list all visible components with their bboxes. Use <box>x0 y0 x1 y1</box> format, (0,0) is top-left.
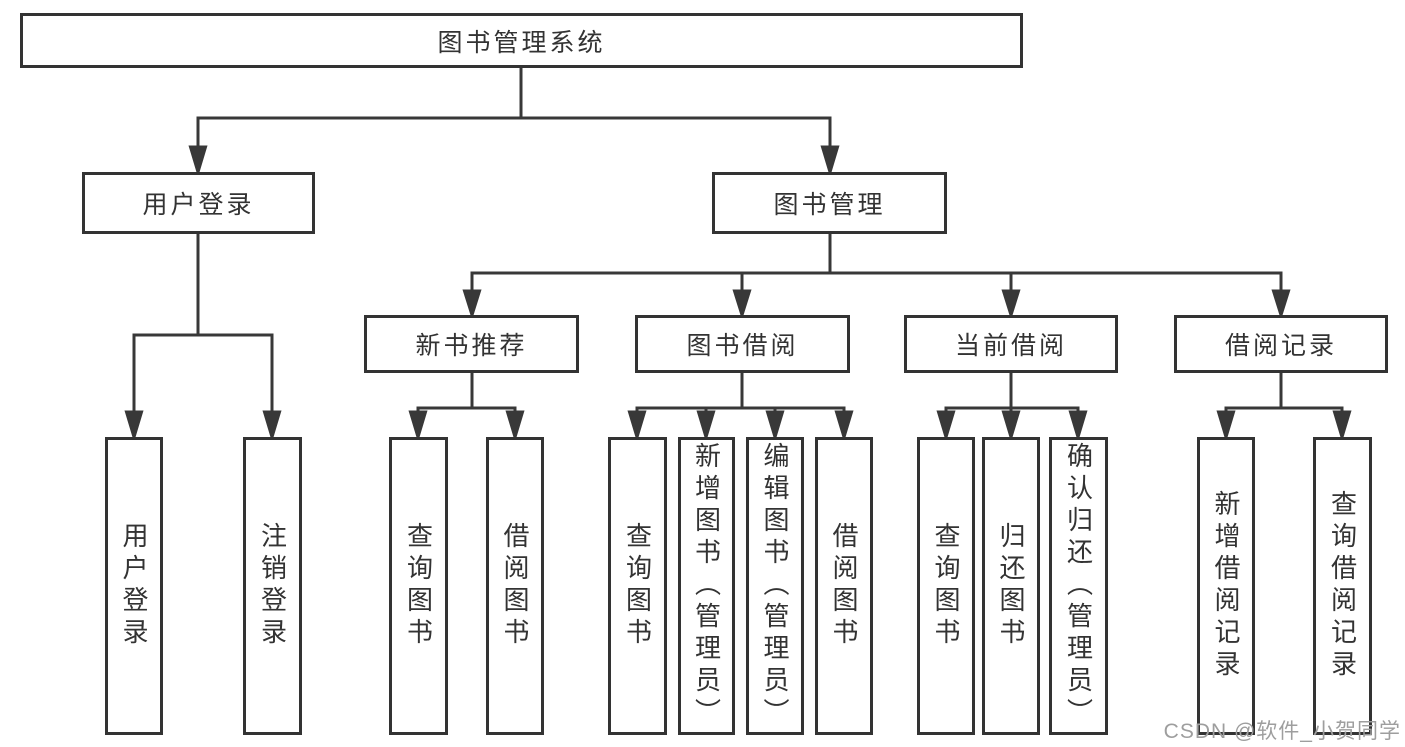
node-library-system: 图书管理系统 <box>20 13 1023 68</box>
node-new-book-recommend-label: 新书推荐 <box>415 332 528 360</box>
node-book-borrow: 图书借阅 <box>635 315 850 373</box>
node-user-login-label: 用户登录 <box>142 191 255 219</box>
leaf-confirm-return-admin-label: 确认归还（管理员） <box>1063 442 1094 730</box>
node-book-management: 图书管理 <box>712 172 947 234</box>
leaf-user-login-label: 用户登录 <box>119 522 149 650</box>
connector-root <box>188 68 840 178</box>
leaf-borrow-book: 借阅图书 <box>815 437 873 735</box>
csdn-watermark: CSDN @软件_小贺同学 <box>1163 720 1401 743</box>
node-user-login: 用户登录 <box>82 172 315 234</box>
leaf-query-books-recommend-label: 查询图书 <box>403 522 434 650</box>
connector-user-login <box>124 234 282 443</box>
leaf-borrow-books-recommend-label: 借阅图书 <box>500 522 530 650</box>
leaf-query-books-current: 查询图书 <box>917 437 975 735</box>
node-borrow-records-label: 借阅记录 <box>1224 332 1337 360</box>
leaf-add-borrow-record-label: 新增借阅记录 <box>1211 490 1241 682</box>
leaf-query-books-current-label: 查询图书 <box>931 522 961 650</box>
leaf-add-book-admin: 新增图书（管理员） <box>678 437 735 735</box>
leaf-add-borrow-record: 新增借阅记录 <box>1197 437 1255 735</box>
node-current-borrow-label: 当前借阅 <box>954 332 1067 360</box>
leaf-user-login: 用户登录 <box>105 437 163 735</box>
node-new-book-recommend: 新书推荐 <box>364 315 579 373</box>
leaf-add-book-admin-label: 新增图书（管理员） <box>691 442 722 730</box>
leaf-query-books-borrow-label: 查询图书 <box>622 522 653 650</box>
leaf-edit-book-admin: 编辑图书（管理员） <box>746 437 804 735</box>
connector-current-borrow <box>936 373 1088 443</box>
node-borrow-records: 借阅记录 <box>1174 315 1388 373</box>
leaf-confirm-return-admin: 确认归还（管理员） <box>1049 437 1108 735</box>
leaf-return-book-label: 归还图书 <box>996 522 1026 650</box>
leaf-borrow-book-label: 借阅图书 <box>829 522 859 650</box>
connector-book-borrow <box>627 373 854 443</box>
node-library-system-label: 图书管理系统 <box>437 28 606 57</box>
leaf-borrow-books-recommend: 借阅图书 <box>486 437 544 735</box>
connector-book-management <box>462 234 1291 321</box>
leaf-query-borrow-record: 查询借阅记录 <box>1313 437 1372 735</box>
leaf-query-books-borrow: 查询图书 <box>608 437 667 735</box>
node-book-management-label: 图书管理 <box>773 191 886 219</box>
node-book-borrow-label: 图书借阅 <box>686 332 799 360</box>
leaf-logout-label: 注销登录 <box>257 522 288 650</box>
leaf-query-books-recommend: 查询图书 <box>389 437 448 735</box>
leaf-logout: 注销登录 <box>243 437 302 735</box>
connector-borrow-records <box>1216 373 1352 443</box>
leaf-query-borrow-record-label: 查询借阅记录 <box>1327 490 1358 682</box>
leaf-edit-book-admin-label: 编辑图书（管理员） <box>760 442 790 730</box>
connector-new-book-recommend <box>408 373 525 443</box>
leaf-return-book: 归还图书 <box>982 437 1040 735</box>
node-current-borrow: 当前借阅 <box>904 315 1118 373</box>
